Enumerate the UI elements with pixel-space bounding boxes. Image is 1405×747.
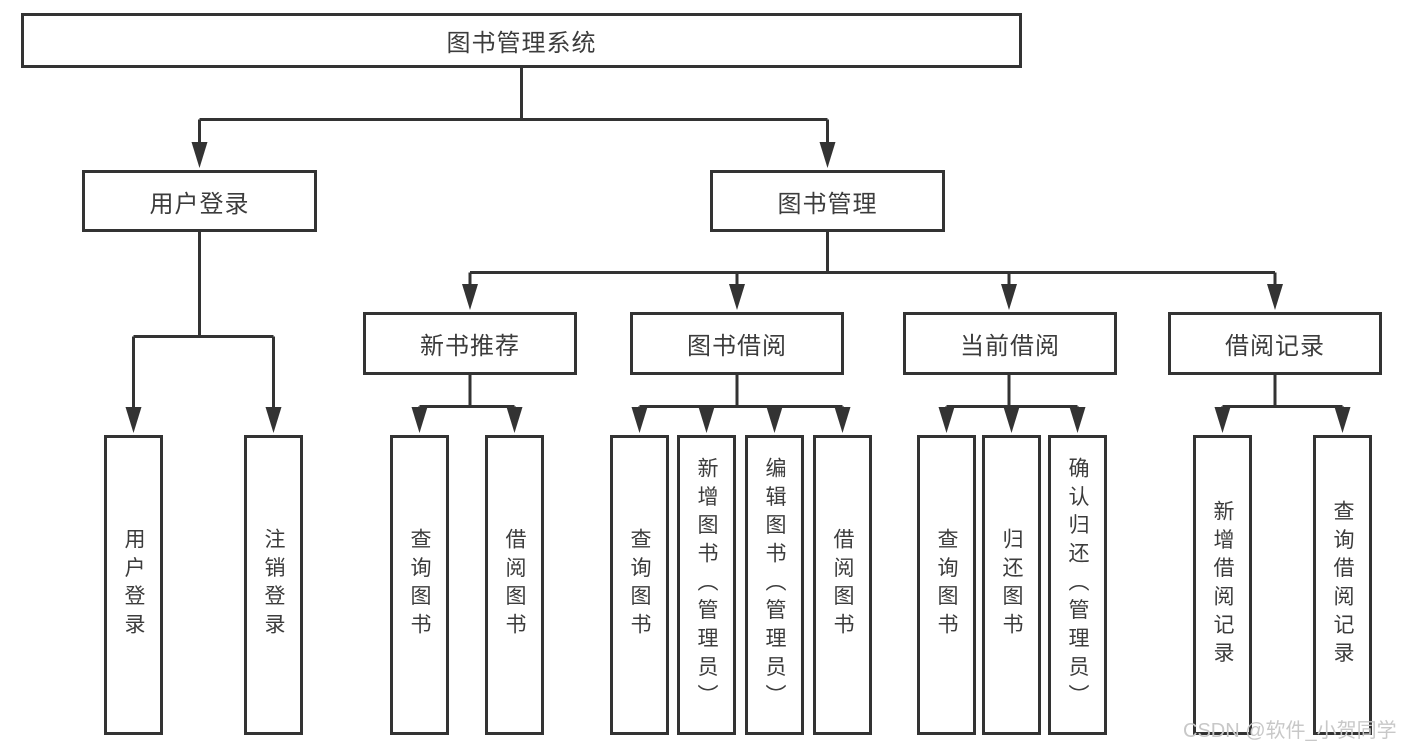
arrowhead [729,284,745,310]
node-label: 借阅图书 [831,528,854,642]
node-label: 新增借阅记录 [1211,499,1234,671]
connector-root-to-level2 [191,68,836,168]
arrowhead [819,142,836,168]
connector-line [132,232,275,409]
connector-current-borrowing-to-leaves [938,375,1086,433]
arrowhead [1214,407,1231,433]
arrowhead [506,407,523,433]
leaf-return-books: 归还图书 [982,435,1041,735]
node-label: 用户登录 [122,528,145,642]
node-new-book-recommend: 新书推荐 [363,312,577,375]
node-label: 新书推荐 [420,333,520,360]
connector-line [945,375,1079,410]
connector-line [1221,375,1344,410]
leaf-user-login: 用户登录 [104,435,163,735]
leaf-query-books-recommend: 查询图书 [390,435,449,735]
leaf-add-borrow-record: 新增借阅记录 [1193,435,1252,735]
arrowhead [834,407,851,433]
leaf-query-books-borrowing: 查询图书 [610,435,669,735]
leaf-add-book-admin: 新增图书（管理员） [677,435,736,735]
node-label: 确认归还（管理员） [1066,457,1089,713]
arrowhead [631,407,648,433]
leaf-borrow-books-recommend: 借阅图书 [485,435,544,735]
arrowhead [411,407,428,433]
connector-line [198,68,829,144]
node-label: 图书管理系统 [446,30,597,57]
connector-borrowing-records-to-leaves [1214,375,1351,433]
leaf-borrow-books: 借阅图书 [813,435,872,735]
arrowhead [766,407,783,433]
arrowhead [1003,407,1020,433]
connector-user-login-to-leaves [125,232,282,433]
connector-line [418,375,516,410]
connector-book-borrowing-to-leaves [631,375,851,433]
node-label: 借阅图书 [503,528,526,642]
node-library-management-system: 图书管理系统 [21,13,1022,68]
arrowhead [698,407,715,433]
leaf-query-borrow-record: 查询借阅记录 [1313,435,1372,735]
node-book-borrowing: 图书借阅 [630,312,844,375]
arrowhead [938,407,955,433]
arrowhead [125,407,142,433]
leaf-edit-book-admin: 编辑图书（管理员） [745,435,804,735]
node-user-login: 用户登录 [82,170,317,232]
leaf-confirm-return-admin: 确认归还（管理员） [1048,435,1107,735]
node-label: 新增图书（管理员） [695,457,718,713]
leaf-query-books-current: 查询图书 [917,435,976,735]
node-label: 查询图书 [628,528,651,642]
arrowhead [1001,284,1017,310]
node-label: 借阅记录 [1225,333,1325,360]
connector-new-book-recommend-to-leaves [411,375,523,433]
node-label: 当前借阅 [960,333,1060,360]
node-label: 归还图书 [1000,528,1023,642]
connector-line [468,232,1277,286]
node-label: 用户登录 [149,190,250,218]
node-borrowing-records: 借阅记录 [1168,312,1382,375]
node-label: 查询借阅记录 [1331,499,1354,671]
node-label: 图书借阅 [687,333,787,360]
arrowhead [1267,284,1283,310]
arrowhead [1334,407,1351,433]
connector-book-management-to-level3 [462,232,1283,310]
connector-line [638,375,844,410]
arrowhead [265,407,282,433]
leaf-logout: 注销登录 [244,435,303,735]
node-label: 查询图书 [935,528,958,642]
node-book-management: 图书管理 [710,170,945,232]
csdn-watermark: CSDN @软件_小贺同学 [1183,720,1397,742]
node-label: 编辑图书（管理员） [763,457,786,713]
node-label: 图书管理 [777,190,878,218]
arrowhead [1069,407,1086,433]
node-label: 注销登录 [262,528,285,642]
arrowhead [191,142,208,168]
node-current-borrowing: 当前借阅 [903,312,1117,375]
node-label: 查询图书 [408,528,431,642]
arrowhead [462,284,478,310]
